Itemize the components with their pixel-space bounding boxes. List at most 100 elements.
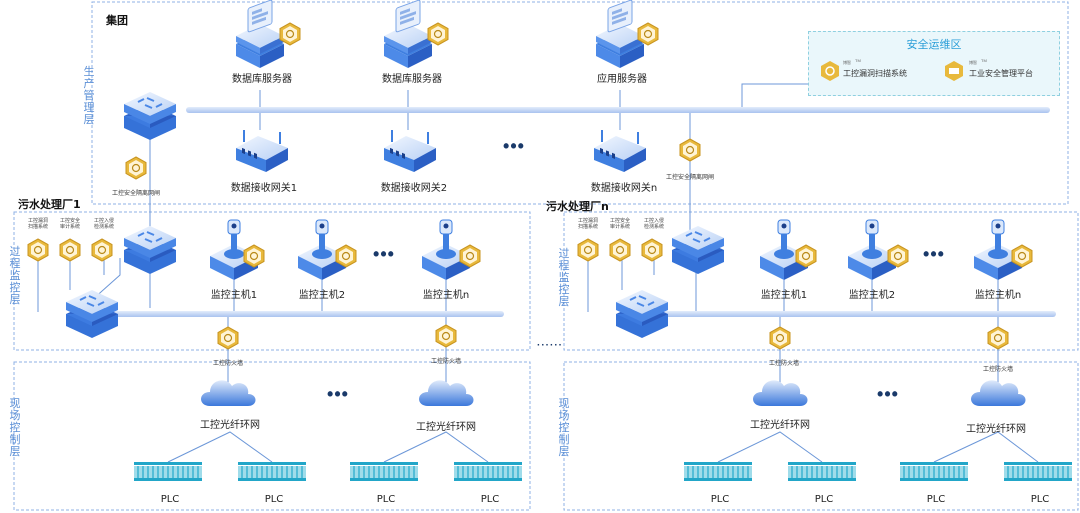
- plant1-title: 污水处理厂1: [18, 198, 81, 211]
- switch-icon: [671, 225, 725, 275]
- plantn-firewall-label-1: 工控防火墙: [768, 360, 800, 367]
- shield-icon: [459, 244, 481, 268]
- shield-icon: [1011, 244, 1033, 268]
- plantn-hosts-ellipsis: •••: [923, 244, 945, 264]
- vuln-scan-system-icon: [821, 61, 839, 81]
- plant1-host-label-1: 监控主机1: [210, 290, 258, 301]
- plantn-bus: [652, 311, 1056, 317]
- group-title: 集团: [106, 14, 128, 27]
- isolation-gateway-icon: [679, 138, 701, 162]
- plc-icon: [133, 461, 203, 482]
- industrial-security-platform-icon: [945, 61, 963, 81]
- shield-icon: [637, 22, 659, 46]
- intrusion-detect-icon: [91, 238, 113, 262]
- plant1-hosts-ellipsis: •••: [373, 244, 395, 264]
- vuln-scan-icon: [577, 238, 599, 262]
- group-box: [91, 1, 1069, 205]
- firewall-icon: [435, 324, 457, 348]
- brand-label: 博智: [969, 60, 977, 65]
- plants-ellipsis: ······: [537, 340, 563, 351]
- gateway-label-1: 数据接收网关1: [230, 183, 298, 194]
- ring-network-icon: [419, 380, 474, 406]
- plc-icon: [787, 461, 857, 482]
- plantn-plc-label-1: PLC: [710, 494, 730, 505]
- shield-icon: [887, 244, 909, 268]
- plant1-plc-label-2: PLC: [264, 494, 284, 505]
- plant1-audit-label: 工控安全审计系统: [59, 218, 81, 230]
- isolation-gateway-label-left: 工控安全隔离网闸: [111, 190, 161, 197]
- gateway-icon: [383, 129, 437, 173]
- plantn-rings-ellipsis: •••: [877, 384, 899, 404]
- plant1-process-box: [13, 211, 531, 351]
- plantn-plc-label-2: PLC: [814, 494, 834, 505]
- isolation-gateway-label-right: 工控安全隔离网闸: [665, 174, 715, 181]
- plantn-vuln-scan-label: 工控漏洞扫描系统: [577, 218, 599, 230]
- plc-icon: [1003, 461, 1073, 482]
- plant1-plc-label-3: PLC: [376, 494, 396, 505]
- plantn-firewall-label-2: 工控防火墙: [982, 366, 1014, 373]
- plantn-plc-label-3: PLC: [926, 494, 946, 505]
- plant1-ring-label-2: 工控光纤环网: [416, 422, 476, 433]
- plc-icon: [453, 461, 523, 482]
- database-server-icon: [235, 0, 285, 69]
- plant1-rings-ellipsis: •••: [327, 384, 349, 404]
- trademark-label: TM: [855, 58, 861, 63]
- shield-icon: [427, 22, 449, 46]
- production-layer-label: 生产管理层: [83, 65, 95, 126]
- plant1-host-label-2: 监控主机2: [298, 290, 346, 301]
- ring-network-icon: [971, 380, 1026, 406]
- brand-label: 博智: [843, 60, 851, 65]
- switch-icon: [123, 225, 177, 275]
- switch-icon: [65, 289, 119, 339]
- plc-icon: [349, 461, 419, 482]
- gateway-icon: [593, 129, 647, 173]
- ring-network-icon: [753, 380, 808, 406]
- more-gateways-ellipsis: •••: [503, 136, 525, 156]
- firewall-icon: [217, 326, 239, 350]
- vuln-scan-icon: [27, 238, 49, 262]
- plant1-vuln-scan-label: 工控漏洞扫描系统: [27, 218, 49, 230]
- shield-icon: [279, 22, 301, 46]
- audit-icon: [609, 238, 631, 262]
- plantn-process-layer-label: 过程监控层: [558, 247, 570, 308]
- plantn-plc-label-4: PLC: [1030, 494, 1050, 505]
- gateway-label-n: 数据接收网关n: [590, 183, 658, 194]
- switch-icon: [615, 289, 669, 339]
- db-server-label-2: 数据库服务器: [382, 74, 442, 85]
- plantn-title: 污水处理厂n: [546, 200, 609, 213]
- plant1-host-label-n: 监控主机n: [422, 290, 470, 301]
- db-server-label-1: 数据库服务器: [232, 74, 292, 85]
- app-server-label: 应用服务器: [597, 74, 647, 85]
- plant1-field-box: [13, 361, 531, 511]
- group-bus: [186, 107, 1050, 113]
- plantn-ring-label-2: 工控光纤环网: [966, 424, 1026, 435]
- plant1-bus: [100, 311, 504, 317]
- plantn-host-label-2: 监控主机2: [848, 290, 896, 301]
- plant1-process-layer-label: 过程监控层: [9, 245, 21, 306]
- plantn-field-layer-label: 现场控制层: [558, 397, 570, 458]
- plc-icon: [237, 461, 307, 482]
- plant1-plc-label-4: PLC: [480, 494, 500, 505]
- gateway-icon: [235, 129, 289, 173]
- plantn-process-box: [563, 211, 1079, 351]
- core-switch-icon: [123, 91, 177, 141]
- plantn-host-label-n: 监控主机n: [974, 290, 1022, 301]
- shield-icon: [243, 244, 265, 268]
- plantn-audit-label: 工控安全审计系统: [609, 218, 631, 230]
- application-server-icon: [595, 0, 645, 69]
- plantn-intrusion-label: 工控入侵检测系统: [643, 218, 665, 230]
- security-ops-zone: 安全运维区 博智 TM 工控漏洞扫描系统 博智 TM 工业安全管理平台: [808, 31, 1060, 96]
- database-server-icon: [383, 0, 433, 69]
- shield-icon: [795, 244, 817, 268]
- industrial-security-platform-label: 工业安全管理平台: [969, 69, 1033, 78]
- audit-icon: [59, 238, 81, 262]
- ring-network-icon: [201, 380, 256, 406]
- isolation-gateway-icon: [125, 156, 147, 180]
- vuln-scan-system-label: 工控漏洞扫描系统: [843, 69, 907, 78]
- plant1-firewall-label-2: 工控防火墙: [430, 358, 462, 365]
- plant1-firewall-label-1: 工控防火墙: [212, 360, 244, 367]
- plant1-plc-label-1: PLC: [160, 494, 180, 505]
- plant1-ring-label-1: 工控光纤环网: [200, 420, 260, 431]
- plc-icon: [899, 461, 969, 482]
